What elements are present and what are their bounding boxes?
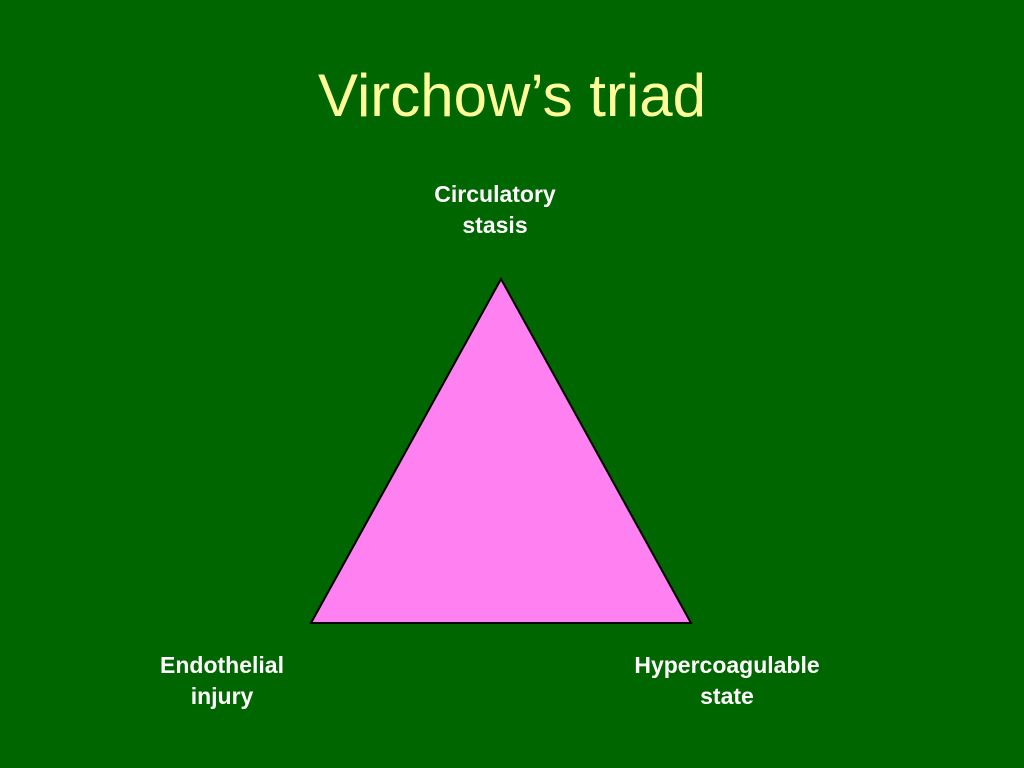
vertex-label-line: state <box>700 683 754 709</box>
vertex-label-line: Circulatory <box>434 181 556 207</box>
vertex-label-line: injury <box>190 683 254 709</box>
triad-triangle <box>309 276 693 624</box>
vertex-label-circulatory-stasis: Circulatory stasis <box>395 179 595 241</box>
vertex-label-hypercoagulable-state: Hypercoagulable state <box>600 650 854 712</box>
vertex-label-line: stasis <box>462 212 528 238</box>
slide-title: Virchow’s triad <box>318 62 706 129</box>
vertex-label-endothelial-injury: Endothelial injury <box>122 650 322 712</box>
vertex-label-line: Endothelial <box>160 652 284 678</box>
vertex-label-line: Hypercoagulable <box>634 652 820 678</box>
